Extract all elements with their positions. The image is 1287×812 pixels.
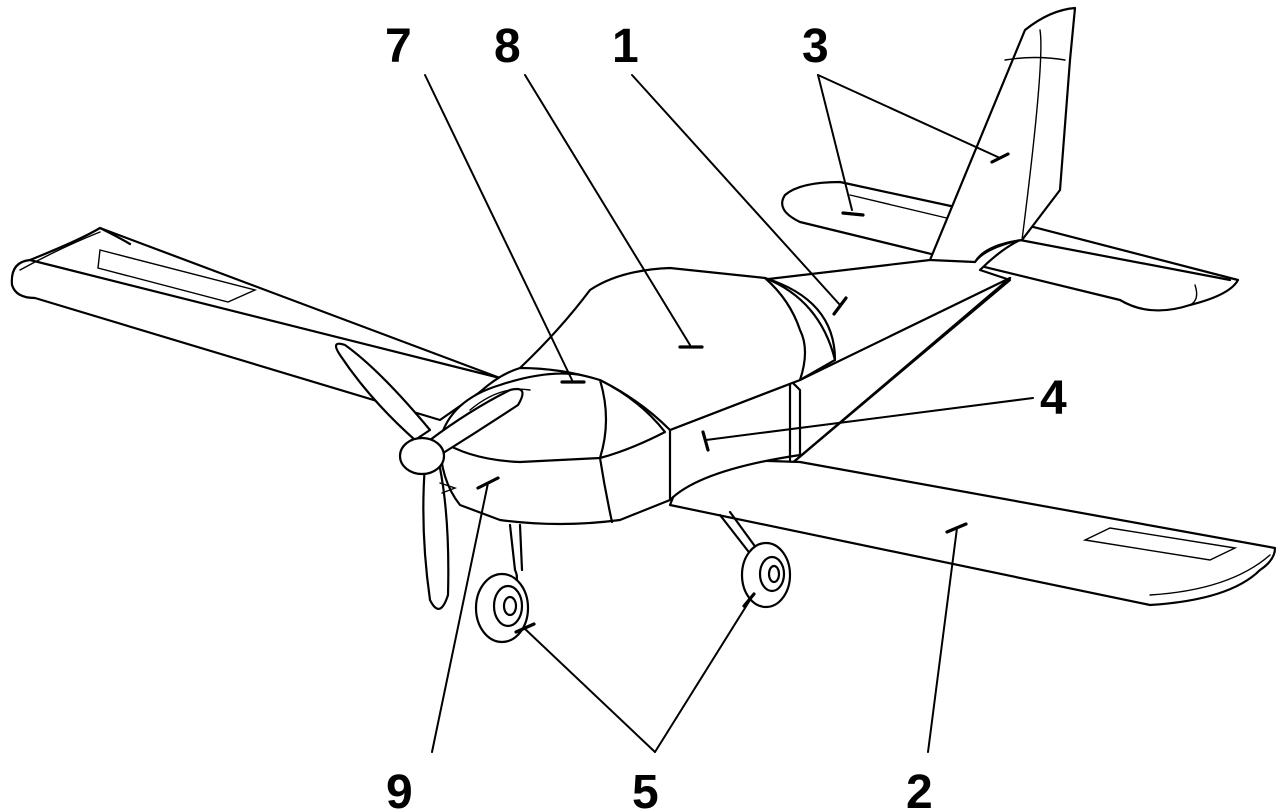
canopy — [518, 266, 837, 432]
label-9: 9 — [386, 766, 413, 812]
spinner — [398, 436, 446, 476]
leader-4 — [705, 397, 1034, 441]
main-gear-left — [474, 523, 530, 644]
leader-8 — [524, 74, 691, 346]
label-8: 8 — [494, 20, 521, 73]
leader-5b — [654, 599, 751, 753]
label-2: 2 — [906, 766, 933, 812]
leader-1 — [631, 74, 841, 306]
left-wing — [10, 226, 502, 422]
vertical-stabilizer — [928, 6, 1077, 264]
leader-3a — [817, 74, 1001, 159]
leader-5a — [523, 627, 656, 753]
leader-9 — [431, 482, 489, 753]
propeller — [334, 342, 524, 610]
leader-7 — [424, 74, 573, 381]
label-3: 3 — [802, 20, 829, 73]
main-gear-right — [718, 510, 792, 609]
label-1: 1 — [612, 20, 639, 73]
leader-3b — [817, 74, 853, 211]
leader-lines — [424, 74, 1034, 753]
label-5: 5 — [632, 766, 659, 812]
label-4: 4 — [1040, 372, 1067, 425]
wheel-left — [474, 572, 530, 644]
tick-marks — [476, 152, 1010, 634]
leader-2 — [927, 527, 958, 753]
callout-labels: 7 8 1 3 4 9 5 2 — [385, 20, 1067, 812]
label-7: 7 — [385, 20, 412, 73]
